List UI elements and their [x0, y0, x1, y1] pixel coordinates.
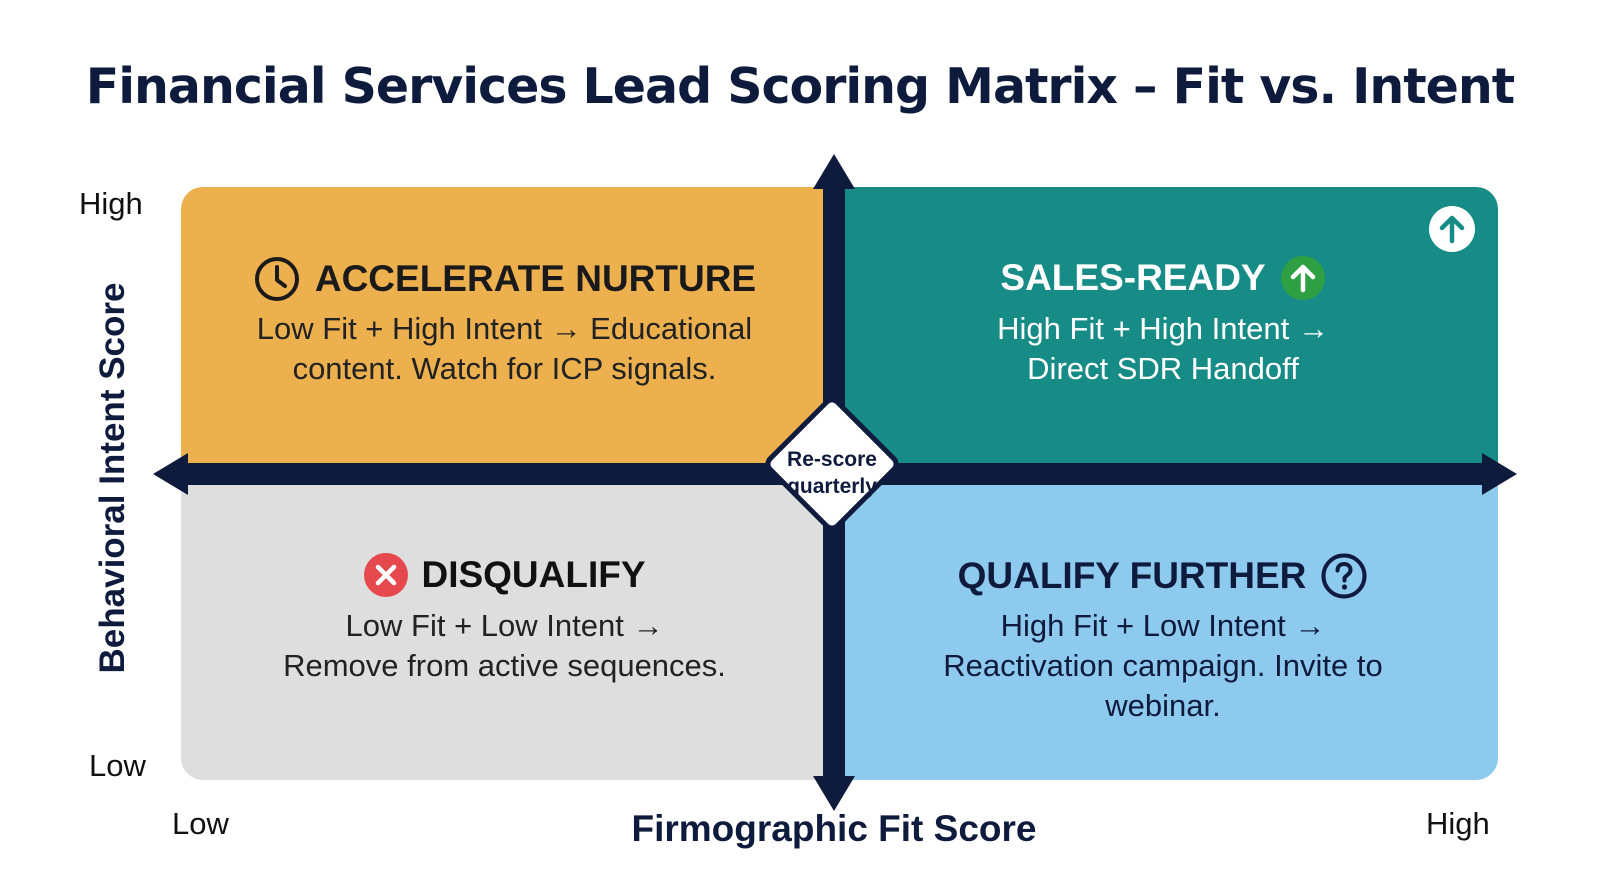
quadrant-description: High Fit + Low Intent → Reactivation cam… [828, 606, 1498, 726]
axis-arrow-left-icon [153, 453, 188, 495]
description-line: content. Watch for ICP signals. [292, 351, 717, 386]
quadrant-disqualify: DISQUALIFY Low Fit + Low Intent → Remove… [181, 474, 828, 780]
quadrant-description: Low Fit + Low Intent → Remove from activ… [181, 606, 828, 686]
quadrant-accelerate-nurture: ACCELERATE NURTURE Low Fit + High Intent… [181, 187, 828, 474]
quadrant-sales-ready: SALES-READY High Fit + High Intent → Dir… [828, 187, 1498, 474]
description-line: Low Fit + High Intent → Educational [256, 311, 753, 346]
quadrant-heading: QUALIFY FURTHER [828, 552, 1498, 600]
center-badge-line: quarterly [787, 475, 877, 498]
quadrant-heading: ACCELERATE NURTURE [181, 255, 828, 303]
arrow-up-icon [1428, 205, 1476, 253]
y-axis-title: Behavioral Intent Score [93, 282, 132, 674]
y-axis-low-label: Low [89, 748, 146, 783]
arrow-up-icon [1280, 255, 1326, 301]
quadrant-description: High Fit + High Intent → Direct SDR Hand… [828, 309, 1498, 389]
question-circle-icon [1320, 552, 1368, 600]
page-title: Financial Services Lead Scoring Matrix –… [85, 58, 1515, 115]
quadrant-title: QUALIFY FURTHER [957, 555, 1307, 596]
x-circle-icon [363, 552, 409, 598]
clock-icon [253, 255, 301, 303]
quadrant-title: SALES-READY [1000, 257, 1266, 298]
x-axis-high-label: High [1426, 806, 1490, 841]
description-line: Low Fit + Low Intent → [345, 608, 664, 643]
quadrant-heading: DISQUALIFY [181, 552, 828, 598]
quadrant-heading: SALES-READY [828, 255, 1498, 301]
center-badge-label: Re-score quarterly [762, 446, 902, 500]
y-axis-high-label: High [79, 186, 143, 221]
quadrant-description: Low Fit + High Intent → Educational cont… [181, 309, 828, 389]
description-line: Remove from active sequences. [283, 648, 726, 683]
x-axis-title: Firmographic Fit Score [631, 808, 1037, 849]
description-line: High Fit + High Intent → [997, 311, 1329, 346]
description-line: High Fit + Low Intent → [1000, 608, 1326, 643]
axis-arrow-down-icon [813, 776, 855, 811]
description-line: Direct SDR Handoff [1027, 351, 1299, 386]
description-line: Reactivation campaign. Invite to [943, 648, 1383, 683]
x-axis-low-label: Low [172, 806, 229, 841]
axis-arrow-up-icon [813, 154, 855, 189]
quadrant-title: ACCELERATE NURTURE [314, 258, 757, 299]
axis-arrow-right-icon [1482, 453, 1517, 495]
center-badge-line: Re-score [787, 448, 877, 471]
description-line: webinar. [1105, 688, 1221, 723]
quadrant-qualify-further: QUALIFY FURTHER High Fit + Low Intent → … [828, 474, 1498, 780]
quadrant-title: DISQUALIFY [421, 554, 646, 595]
